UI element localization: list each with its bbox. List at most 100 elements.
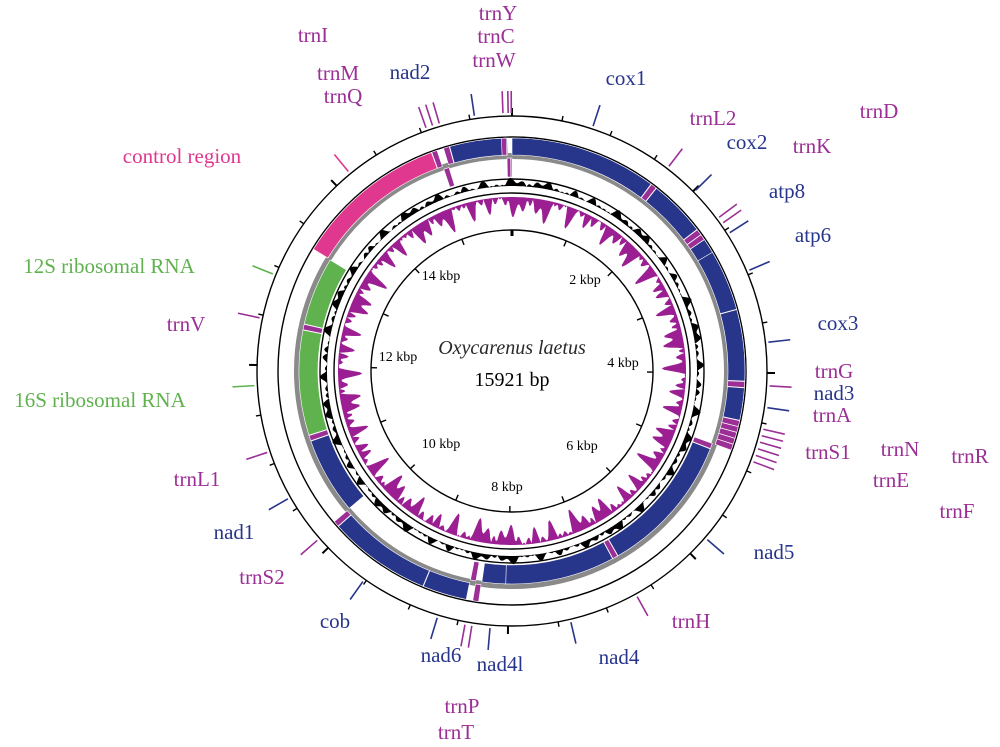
feature-arc [501,137,508,156]
gene-label-trnS1: trnS1 [805,440,851,464]
feature-arc [298,329,328,436]
label-leader-line [729,220,749,234]
kbp-label-8: 8 kbp [491,480,523,495]
outer-tick [456,620,459,626]
label-leader-line [769,385,792,389]
kbp-label-4: 4 kbp [607,356,639,371]
feature-arc [333,510,352,527]
label-leader-line [761,434,784,443]
label-leader-line [246,451,268,461]
inner-tick [561,496,565,503]
gene-label-trnT: trnT [438,720,474,744]
feature-arc [722,386,745,421]
feature-arc [510,157,513,178]
backbone-circle [294,153,730,589]
gene-label-atp8: atp8 [769,179,805,203]
feature-arc [603,539,619,559]
feature-arc [645,187,698,241]
label-leader-line [470,93,476,116]
gene-label-trnI: trnI [298,23,328,47]
outer-tick [330,179,338,187]
inner-tick [382,313,389,317]
outer-tick [418,127,422,133]
feature-arc [720,309,746,382]
tick-layer [249,108,775,634]
gene-label-cox1: cox1 [606,66,647,90]
center-label: Oxycarenus laetus 15921 bp [438,337,586,391]
feature-arc [302,324,324,334]
gene-label-nad4l: nad4l [477,652,524,676]
gene-label-trnW: trnW [472,48,515,72]
genome-length: 15921 bp [475,369,550,391]
inner-ticks [371,230,654,512]
feature-arcs [298,137,746,602]
outer-tick [605,607,609,613]
gene-label-trnM: trnM [317,61,359,85]
gene-label-cox2: cox2 [727,130,768,154]
outer-tick [650,584,655,590]
label-leader-line [757,448,780,457]
label-leader-line [668,148,683,167]
feature-arc [472,583,482,602]
label-leader-line [424,104,434,126]
outer-tick [747,272,754,276]
gene-label-trnD: trnD [860,99,899,123]
feature-arc [470,560,480,582]
feature-arc [422,570,470,600]
gc-content-ring [319,177,705,565]
feature-arc [338,514,430,587]
feature-arc [714,438,734,451]
outer-tick [299,220,305,225]
inner-tick [605,467,612,473]
label-leader-line [252,265,274,275]
outer-tick [468,114,471,120]
gene-label-lines [232,90,792,651]
outer-tick [724,227,730,231]
outer-tick [292,507,298,512]
outer-tick [722,514,728,519]
feature-arc [449,137,508,164]
gc-skew-outer-edge [333,192,691,550]
gene-label-trnL2: trnL2 [690,106,737,130]
kbp-label-10: 10 kbp [422,437,461,452]
outer-tick [255,414,261,417]
inner-tick [455,494,459,501]
feature-arc [310,434,365,509]
gene-label-trnP: trnP [444,694,479,718]
label-leader-line [706,539,725,555]
gene-label-trnQ: trnQ [324,84,363,108]
label-leader-line [460,624,466,647]
outer-tick [363,579,368,585]
kbp-label-12: 12 kbp [379,350,418,365]
label-leader-line [333,154,349,173]
feature-arc [443,146,455,165]
outer-tick [689,552,697,560]
kbp-label-6: 6 kbp [566,439,598,454]
gene-label-cob: cob [320,609,350,633]
kbp-label-14: 14 kbp [422,269,461,284]
label-leader-line [501,91,504,114]
gene-label-trnN: trnN [881,437,920,461]
gene-labels: trnI trnM trnQ nad2 trnY trnC trnW cox1 … [14,1,988,744]
label-leader-line [718,203,738,218]
species-name: Oxycarenus laetus [438,337,586,359]
inner-tick [409,464,416,470]
feature-arc [506,157,512,178]
gene-label-trnA: trnA [813,403,852,427]
label-leader-line [767,406,790,412]
outer-tick [557,621,560,627]
outer-tick [653,154,658,160]
gene-label-16S-rRNA: 16S ribosomal RNA [14,388,186,412]
label-leader-line [759,441,782,450]
gene-label-atp6: atp6 [795,223,831,247]
inner-tick [636,317,643,321]
gene-label-trnC: trnC [477,24,514,48]
gene-label-trnY: trnY [479,1,518,25]
label-leader-line [636,596,649,617]
gene-label-nad6: nad6 [421,643,462,667]
kbp-label-2: 2 kbp [569,273,601,288]
label-leader-line [268,498,289,511]
outer-tick [761,422,767,425]
gene-label-nad5: nad5 [754,540,795,564]
